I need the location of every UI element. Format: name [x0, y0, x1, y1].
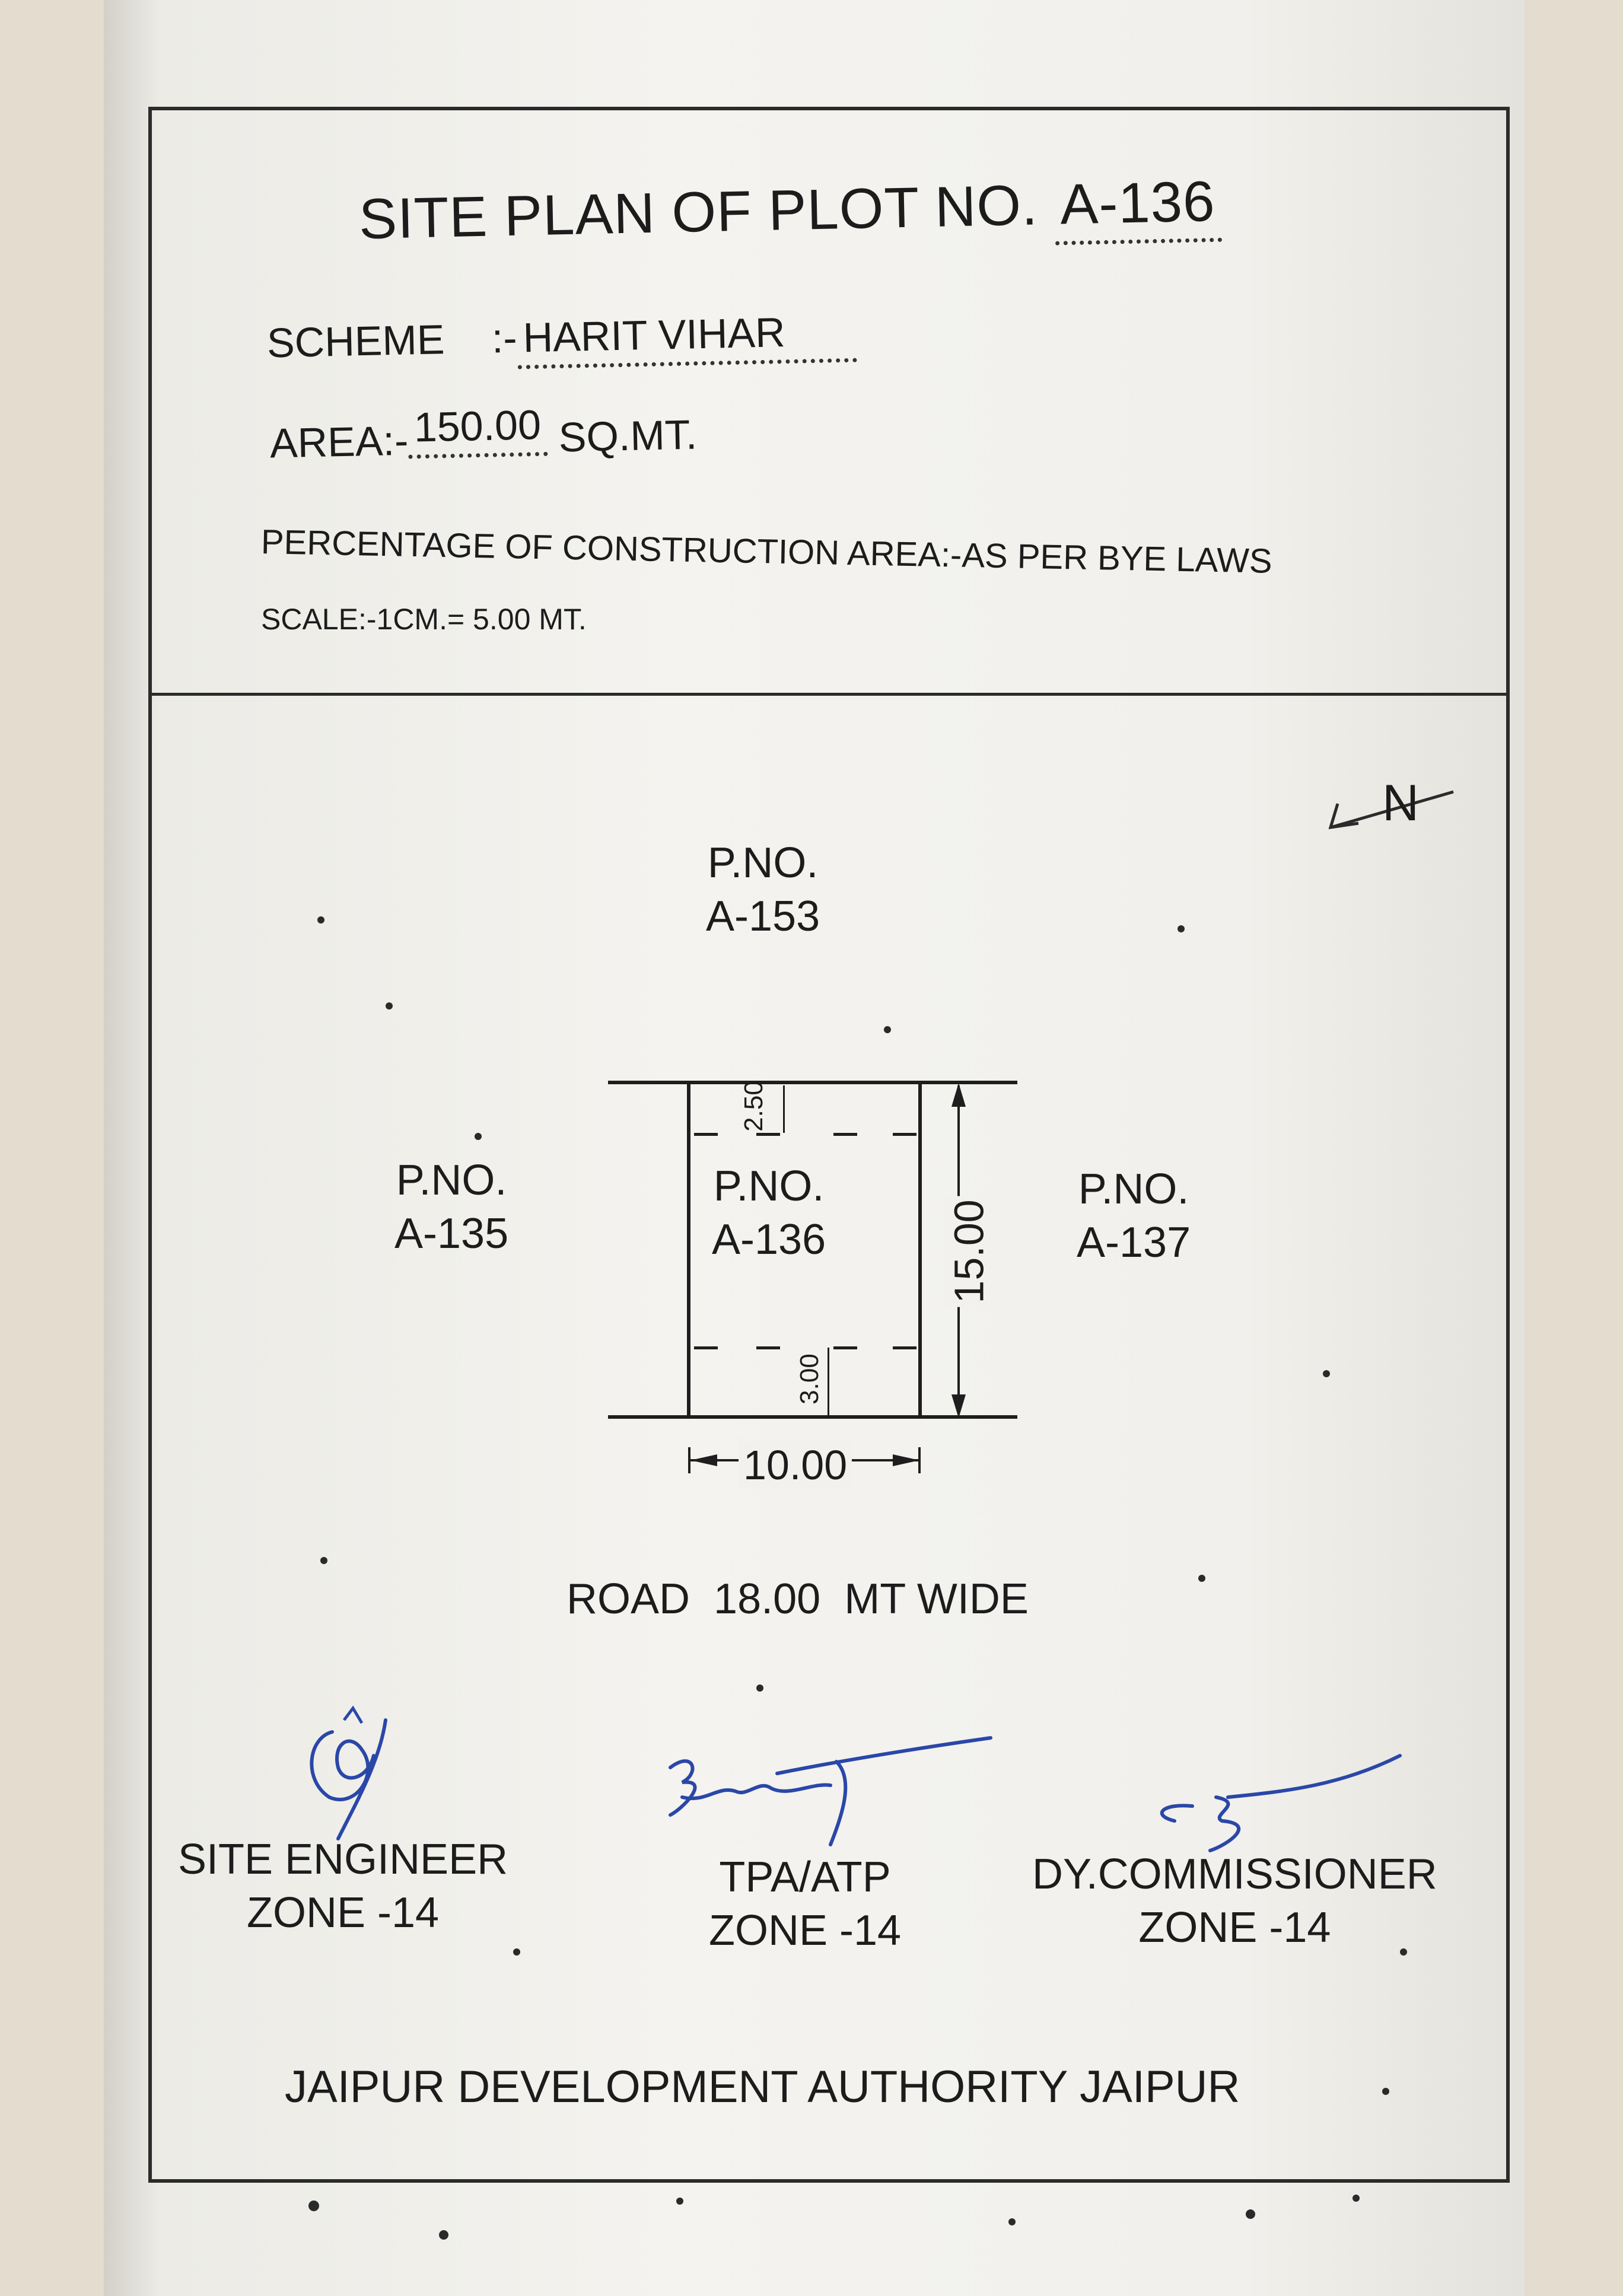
dy-commissioner-signature: [1160, 1754, 1402, 1852]
document-page: [104, 0, 1525, 2296]
ink-speck: [439, 2230, 448, 2240]
ink-speck: [513, 1948, 520, 1956]
front-setback-dash: [756, 1133, 780, 1136]
rear-setback-dash: [833, 1346, 857, 1349]
front-setback-value: 2.50: [739, 1081, 768, 1132]
plot-label-north-line1: P.NO.: [707, 839, 819, 887]
authority-name: JAIPUR DEVELOPMENT AUTHORITY JAIPUR: [285, 2062, 1240, 2112]
signatory-tpa-role: TPA/ATP: [719, 1854, 891, 1901]
area-line: AREA:-150.00 SQ.MT.: [269, 400, 698, 475]
plot-side-west: [687, 1081, 690, 1419]
plot-label-west-line1: P.NO.: [396, 1157, 507, 1204]
plot-label-east: P.NO. A-137: [1077, 1163, 1191, 1269]
title-plot-number: A-136: [1054, 168, 1222, 246]
depth-arrows: [951, 1083, 966, 1418]
plot-label-subject-line1: P.NO.: [713, 1163, 825, 1210]
width-arrows: [690, 1454, 919, 1466]
ink-speck: [317, 916, 324, 924]
plot-label-subject-line2: A-136: [712, 1216, 826, 1263]
signatory-dy-commissioner-zone: ZONE -14: [1138, 1904, 1331, 1951]
width-dim-tick: [918, 1447, 921, 1473]
ink-speck: [1323, 1370, 1330, 1377]
site-engineer-signature: [310, 1705, 387, 1840]
area-label: AREA:-: [269, 417, 409, 467]
plot-label-west-line2: A-135: [394, 1210, 509, 1257]
header-divider: [148, 693, 1510, 696]
rear-setback-dash: [893, 1346, 916, 1349]
plot-label-north-line2: A-153: [706, 893, 820, 940]
ink-speck: [475, 1133, 482, 1140]
scheme-separator: :-: [491, 314, 518, 362]
ink-speck: [1198, 1575, 1205, 1582]
ink-speck: [308, 2201, 319, 2211]
signatory-site-engineer-role: SITE ENGINEER: [178, 1836, 508, 1883]
scale-note: SCALE:-1CM.= 5.00 MT.: [261, 603, 587, 636]
front-setback-dash: [893, 1133, 916, 1136]
plot-label-east-line1: P.NO.: [1078, 1165, 1189, 1213]
signatory-site-engineer-zone: ZONE -14: [247, 1889, 440, 1937]
ink-speck: [320, 1557, 327, 1564]
scheme-label: SCHEME: [266, 316, 445, 367]
ink-speck: [1382, 2088, 1389, 2095]
ink-speck: [676, 2198, 683, 2205]
ink-speck: [1246, 2209, 1255, 2219]
north-arrow-icon: [1328, 790, 1454, 830]
rear-setback-dash: [756, 1346, 780, 1349]
plot-label-north: P.NO. A-153: [706, 836, 820, 943]
north-arrow: N: [1326, 775, 1468, 845]
front-setback-dim-line: [783, 1085, 785, 1133]
tpa-signature: [669, 1736, 992, 1846]
signatory-dy-commissioner: DY.COMMISSIONER ZONE -14: [1032, 1848, 1437, 1954]
signatory-tpa-zone: ZONE -14: [709, 1907, 902, 1954]
area-value: 150.00: [407, 400, 548, 459]
width-dim-tick: [688, 1447, 690, 1473]
plot-side-east: [918, 1081, 922, 1419]
area-unit: SQ.MT.: [558, 411, 698, 461]
ink-speck: [1352, 2195, 1360, 2202]
scheme-value: HARIT VIHAR: [516, 307, 857, 370]
ink-speck: [1400, 1948, 1407, 1956]
rear-setback-dim-line: [828, 1348, 829, 1416]
ink-speck: [1008, 2218, 1016, 2225]
signatory-dy-commissioner-role: DY.COMMISSIONER: [1032, 1851, 1437, 1898]
ink-speck: [884, 1026, 891, 1033]
title-text: SITE PLAN OF PLOT NO.: [358, 173, 1039, 251]
ink-speck: [756, 1684, 763, 1692]
plot-label-west: P.NO. A-135: [394, 1154, 508, 1260]
road-label: ROAD 18.00 MT WIDE: [567, 1575, 1029, 1623]
boundary-line-south: [608, 1415, 1017, 1419]
depth-value: 15.00: [945, 1196, 993, 1307]
rear-setback-dash: [694, 1346, 718, 1349]
signatory-tpa: TPA/ATP ZONE -14: [709, 1851, 901, 1957]
width-value: 10.00: [739, 1441, 852, 1489]
ink-speck: [386, 1002, 393, 1010]
boundary-line-north: [608, 1081, 1017, 1084]
plot-label-east-line2: A-137: [1077, 1219, 1191, 1266]
document-border: [148, 107, 1510, 2183]
front-setback-dash: [833, 1133, 857, 1136]
signatory-site-engineer: SITE ENGINEER ZONE -14: [178, 1833, 508, 1940]
front-setback-dash: [694, 1133, 718, 1136]
rear-setback-value: 3.00: [794, 1354, 824, 1405]
north-label: N: [1382, 775, 1420, 832]
ink-speck: [1178, 925, 1185, 932]
plot-label-subject: P.NO. A-136: [712, 1160, 826, 1266]
